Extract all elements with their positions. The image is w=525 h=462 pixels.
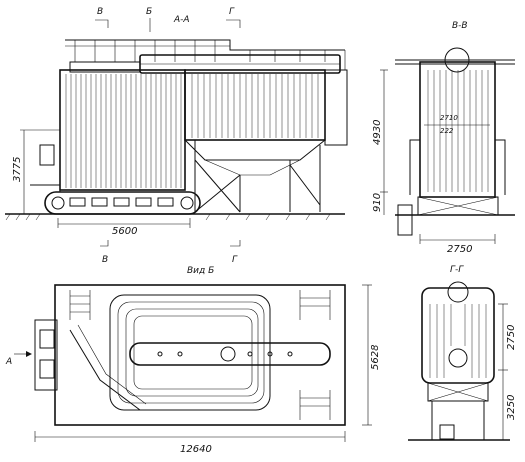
dim-4930: 4930 [372, 120, 383, 145]
section-vv-title: В-В [452, 21, 468, 31]
dim-3250: 3250 [506, 395, 517, 420]
marker-g-bottom: Г [232, 255, 238, 265]
marker-g-top: Г [229, 7, 235, 17]
dim-5628: 5628 [370, 345, 381, 370]
dim-5600: 5600 [112, 226, 137, 237]
dim-910: 910 [372, 193, 383, 212]
view-b-plan: Вид Б А [5, 266, 381, 455]
section-gg-view: Г-Г 2750 3250 [408, 265, 517, 441]
view-b-title: Вид Б [187, 266, 214, 276]
marker-v-bottom: В [102, 255, 108, 265]
dim-2750-gg: 2750 [506, 325, 517, 350]
marker-v-top: В [97, 7, 103, 17]
dim-2710: 2710 [440, 114, 458, 122]
dim-222: 222 [440, 127, 454, 135]
dim-3775: 3775 [12, 157, 23, 182]
marker-b-top: Б [146, 7, 152, 17]
dim-2750-vv: 2750 [447, 244, 472, 255]
section-aa-title: А-А [173, 15, 190, 25]
section-gg-title: Г-Г [450, 265, 464, 275]
section-aa-view: 3775 5600 В Б А-А Г В Г [5, 7, 348, 265]
marker-a-left: А [5, 357, 12, 367]
dim-12640: 12640 [180, 444, 212, 455]
section-vv-view: В-В 2710 222 4930 910 [372, 21, 515, 255]
